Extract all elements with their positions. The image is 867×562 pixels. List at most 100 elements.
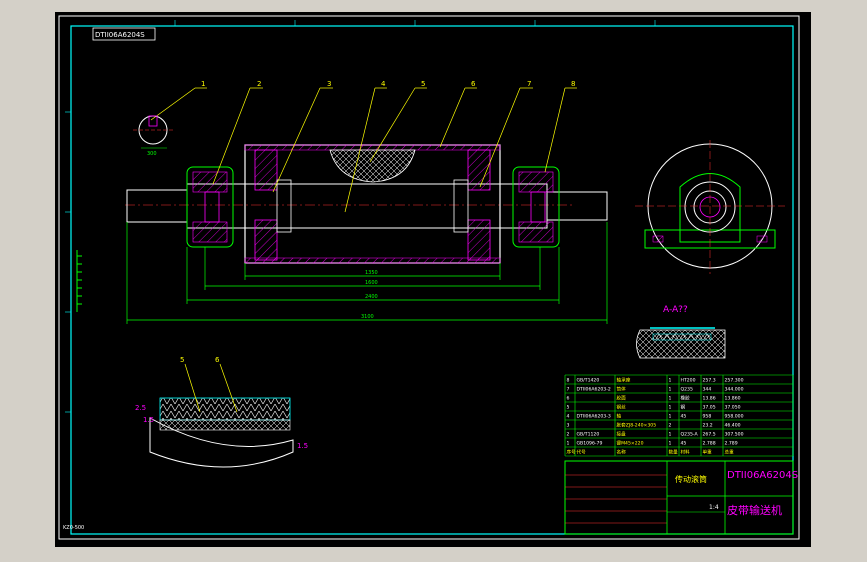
engineering-drawing: DTII06A6204S <box>58 15 800 540</box>
title-company: 传动滚筒 <box>675 474 707 484</box>
bom-cell: 接盘 <box>617 431 627 438</box>
left-bearing-housing <box>186 166 234 248</box>
title-block: 传动滚筒 DTII06A6204S 皮带输送机 1:4 <box>564 460 798 535</box>
dimension-values: 1350 1600 2400 3100 <box>361 270 378 320</box>
title-machine-name: 皮带输送机 <box>727 503 782 517</box>
bom-cell: 1 <box>669 387 672 393</box>
bom-cell: 5 <box>567 405 570 411</box>
bom-cell: 13.860 <box>725 396 741 402</box>
drum-lagging-bottom <box>244 257 501 264</box>
leader-lines <box>150 87 577 213</box>
bom-cell: GB/T1120 <box>577 432 600 438</box>
bom-header-cell: 序号 <box>567 449 577 456</box>
right-bearing-housing <box>512 166 560 248</box>
bom-cell: 2.789 <box>725 441 738 447</box>
callout-5: 5 <box>421 80 425 88</box>
bom-cell: 钢丝 <box>617 404 627 411</box>
bom-cell: 轴承座 <box>617 377 631 384</box>
bom-cell: 307.500 <box>725 432 744 438</box>
bom-cell: 1 <box>567 441 570 447</box>
dim-1600: 1600 <box>365 280 378 286</box>
detail-callout-6: 6 <box>215 356 220 364</box>
bom-cell: 958.000 <box>725 414 744 420</box>
bom-header-cell: 数量 <box>669 449 679 456</box>
bom-cell: 1 <box>669 396 672 402</box>
bom-cell: 3 <box>567 423 570 429</box>
bom-cell: 37.05 <box>703 405 716 411</box>
section-aa: A-A?? <box>636 305 726 359</box>
dim-1350: 1350 <box>365 270 378 276</box>
callout-6: 6 <box>471 80 476 88</box>
callout-8: 8 <box>571 80 575 88</box>
bom-cell: 2 <box>567 432 570 438</box>
callout-2: 2 <box>257 80 261 88</box>
bom-header-cell: 材料 <box>681 449 691 456</box>
bom-cell: GB/T1420 <box>577 378 600 384</box>
bom-cell: GB1096-79 <box>577 441 603 447</box>
lagging-detail: 5 6 2.5 1.5 1.5 <box>135 356 308 468</box>
left-ruler <box>76 250 82 312</box>
bom-cell: 1 <box>669 432 672 438</box>
bom-cell: 1 <box>669 414 672 420</box>
bom-cell: 2.788 <box>703 441 716 447</box>
bom-cell: 钢 <box>681 404 686 411</box>
bom-cell: HT200 <box>681 378 696 384</box>
right-hub <box>453 149 491 261</box>
callout-4: 4 <box>381 80 386 88</box>
bom-cell: 1 <box>669 378 672 384</box>
part-callout-labels: 1 2 3 4 5 6 7 8 <box>201 80 575 88</box>
bom-cell: 筒体 <box>617 386 627 393</box>
bom-cell: 37.050 <box>725 405 741 411</box>
callout-1: 1 <box>201 80 205 88</box>
left-hub <box>254 149 292 261</box>
bom-cell: 257.300 <box>725 378 744 384</box>
bom-cell: 胶面 <box>617 395 627 402</box>
bom-cell: 257.3 <box>703 378 716 384</box>
bom-cell: Q235-A <box>681 432 699 438</box>
callout-7: 7 <box>527 80 531 88</box>
callout-3: 3 <box>327 80 331 88</box>
border-ticks <box>65 20 656 413</box>
bom-header-cell: 代号 <box>577 449 587 456</box>
drawing-canvas[interactable]: DTII06A6204S <box>55 12 811 547</box>
bom-header-cell: 名称 <box>617 449 627 456</box>
bom-cell: 267.5 <box>703 432 716 438</box>
bom-cell: 1 <box>669 405 672 411</box>
shaft-right-end <box>546 191 608 221</box>
bom-cell: 344.000 <box>725 387 744 393</box>
bom-cell: 46.400 <box>725 423 741 429</box>
bom-cell: 4 <box>567 414 570 420</box>
bom-cell: 7 <box>567 387 570 393</box>
dimension-lines <box>126 222 608 324</box>
bottom-left-note: KZ0-500 <box>63 525 84 531</box>
bom-cell: 胀套ZJ8-240×305 <box>617 422 657 429</box>
detail-dim-b: 1.5 <box>143 416 154 424</box>
bom-cell: 958 <box>703 414 712 420</box>
shaft-body <box>186 183 548 229</box>
code-box <box>92 27 156 41</box>
left-key-view: 300 <box>133 115 173 157</box>
left-circle-dim: 300 <box>147 151 157 157</box>
title-scale: 1:4 <box>709 504 719 511</box>
end-view <box>635 140 785 274</box>
bom-cell: 1 <box>669 441 672 447</box>
top-left-code: DTII06A6204S <box>95 31 145 39</box>
bom-cell: 橡胶 <box>681 395 691 402</box>
dim-3100: 3100 <box>361 314 374 320</box>
bom-cell: Q235 <box>681 387 693 393</box>
dim-2400: 2400 <box>365 294 378 300</box>
bom-cell: 6 <box>567 396 570 402</box>
bom-header-cell: 总重 <box>725 449 735 456</box>
bom-cell: 344 <box>703 387 712 393</box>
bom-cell: 8 <box>567 378 570 384</box>
detail-callout-5: 5 <box>180 356 184 364</box>
bom-cell: 45 <box>681 414 687 420</box>
drum-lagging-top <box>244 144 501 151</box>
bom-cell: 13.86 <box>703 396 716 402</box>
drum-cutaway-section <box>329 149 416 183</box>
outer-frame <box>58 15 800 540</box>
detail-dim-c: 1.5 <box>297 442 308 450</box>
title-drawing-code: DTII06A6204S <box>727 470 798 481</box>
